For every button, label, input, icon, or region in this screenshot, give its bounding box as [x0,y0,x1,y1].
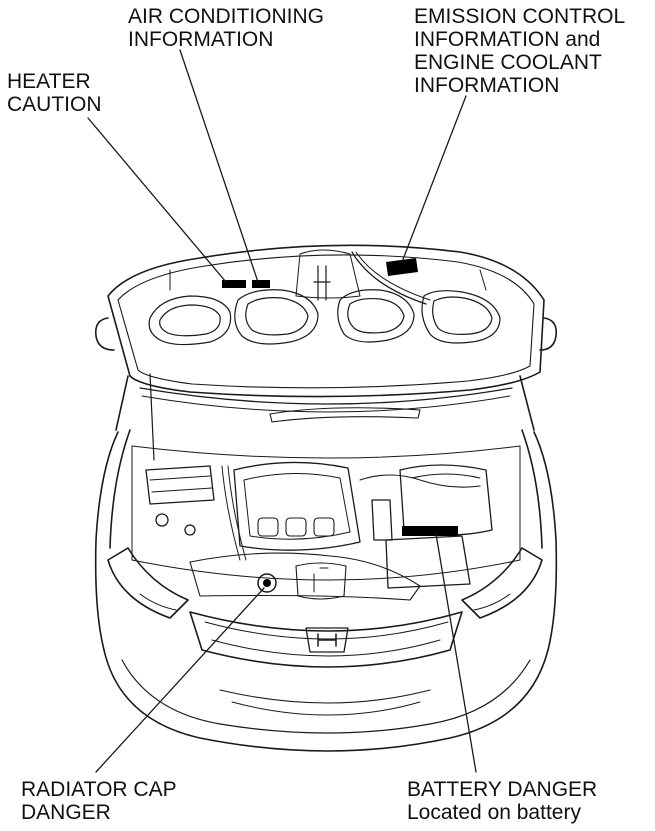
heater-caution-line-2: CAUTION [7,93,102,116]
radiator-cap-callout: RADIATOR CAP DANGER [21,778,177,824]
air-conditioning-callout: AIR CONDITIONING INFORMATION [128,5,324,51]
battery-danger-line-2: Located on battery [407,801,581,824]
radiator-cap-leader [95,587,265,773]
battery-danger-callout: BATTERY DANGER Located on battery [407,778,597,824]
air-conditioning-line-2: INFORMATION [128,28,274,51]
heater-caution-line-1: HEATER [7,70,91,93]
emission-label-mark [386,258,418,276]
open-hood [94,244,558,398]
battery-danger-line-1: BATTERY DANGER [407,778,598,801]
air-conditioning-label-mark [252,280,270,288]
heater-caution-leader [87,117,227,283]
heater-caution-callout: HEATER CAUTION [7,70,102,116]
heater-caution-label-mark [222,280,246,288]
air-conditioning-leader [179,49,259,283]
emission-line-2: INFORMATION and [414,28,601,51]
leader-lines [87,49,477,773]
radiator-cap-line-2: DANGER [21,801,111,824]
engine-bay [131,373,521,601]
battery-danger-label-mark [402,526,458,536]
emission-line-3: ENGINE COOLANT [414,51,602,74]
radiator-cap [257,573,277,593]
emission-leader [401,95,467,263]
emission-line-1: EMISSION CONTROL [414,5,626,28]
hood-insulator-panels [148,249,501,346]
air-conditioning-line-1: AIR CONDITIONING [128,5,325,28]
radiator-cap-line-1: RADIATOR CAP [21,778,177,801]
battery-danger-leader [435,533,477,773]
emission-callout: EMISSION CONTROL INFORMATION and ENGINE … [414,5,625,97]
car-body [94,375,558,752]
emission-line-4: INFORMATION [414,74,560,97]
